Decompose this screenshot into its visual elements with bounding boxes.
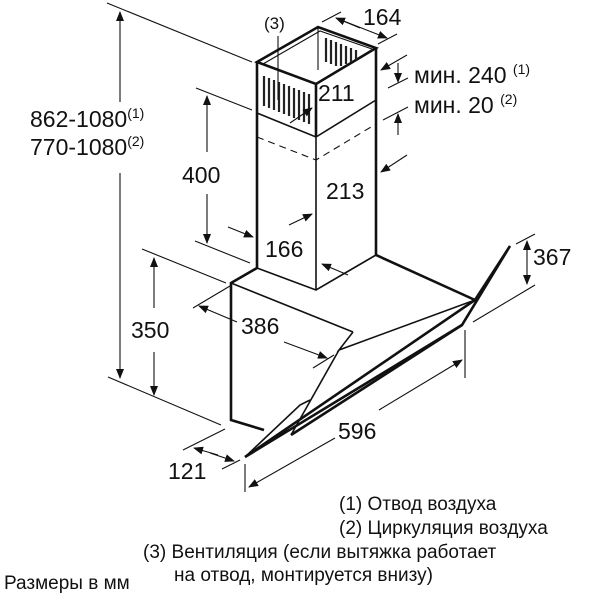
- legend-item-recirculation: (2) Циркуляция воздуха: [339, 518, 548, 540]
- chimney-lower-section: [255, 100, 378, 291]
- units-note: Размеры в мм: [4, 573, 130, 594]
- vent-note-label: (3): [264, 14, 285, 33]
- glass-height-label: 367: [533, 244, 572, 270]
- total-height-recirculation-value: 770-1080: [30, 134, 128, 160]
- legend-item-ventilation: (3) Вентиляция (если вытяжка работает: [143, 542, 496, 564]
- legend-key: (1): [339, 494, 363, 515]
- chimney-lower-width-label: 166: [265, 236, 304, 262]
- min-gap-exhaust-note: (1): [512, 61, 531, 77]
- chimney-top-depth-label: 211: [318, 80, 355, 106]
- min-gap-recirculation: мин. 20 (2): [414, 91, 518, 118]
- hood-body: [229, 245, 512, 459]
- min-gap-exhaust: мин. 240 (1): [414, 61, 531, 88]
- width-label: 596: [338, 418, 377, 444]
- total-height-exhaust-note: (1): [127, 105, 145, 121]
- legend-text: Вентиляция (если вытяжка работает: [171, 542, 497, 563]
- front-offset-label: 121: [168, 458, 207, 484]
- total-height-exhaust: 862-1080(1): [30, 105, 145, 132]
- chimney-upper-section: [253, 25, 380, 138]
- legend-item-exhaust: (1) Отвод воздуха: [339, 494, 496, 516]
- vent-slots-icon: [262, 38, 358, 124]
- legend-key: (3): [143, 542, 167, 563]
- legend-item-ventilation-cont: на отвод, монтируется внизу): [174, 565, 433, 586]
- body-height-label: 350: [131, 317, 170, 343]
- body-depth-label: 386: [241, 313, 280, 339]
- total-height-exhaust-value: 862-1080: [30, 106, 128, 132]
- total-height-recirculation-note: (2): [127, 133, 145, 149]
- chimney-width-label: 164: [363, 4, 402, 30]
- min-gap-recirculation-value: мин. 20: [414, 92, 494, 118]
- dimension-lines: [106, 2, 536, 492]
- chimney-lower-depth-label: 213: [326, 178, 365, 204]
- legend-text: Циркуляция воздуха: [367, 518, 548, 539]
- total-height-recirculation: 770-1080(2): [30, 133, 145, 160]
- legend-text: Отвод воздуха: [367, 494, 497, 515]
- min-gap-exhaust-value: мин. 240: [414, 62, 507, 88]
- chimney-lower-height-label: 400: [182, 162, 221, 188]
- legend-key: (2): [339, 518, 363, 539]
- min-gap-recirculation-note: (2): [500, 91, 518, 107]
